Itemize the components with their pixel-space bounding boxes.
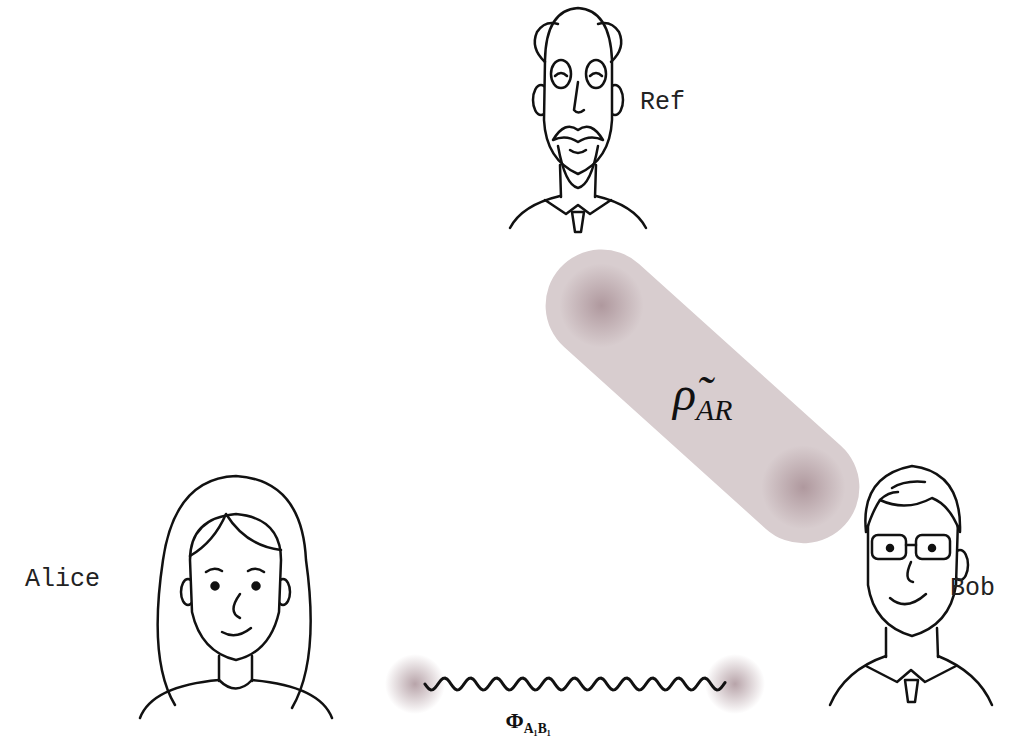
label-subscript: A₁B₁ bbox=[524, 720, 551, 735]
label-base: Φ bbox=[506, 708, 524, 733]
alice-face bbox=[140, 476, 332, 718]
person-node: Bob bbox=[845, 460, 1035, 700]
state-blob bbox=[560, 263, 846, 529]
ref-face bbox=[510, 8, 646, 232]
entanglement-link bbox=[385, 654, 765, 714]
wavy-line bbox=[425, 678, 725, 690]
person-name: Alice bbox=[25, 565, 100, 594]
link-label: ΦA₁B₁ bbox=[506, 708, 551, 737]
label-subscript: AR bbox=[696, 393, 732, 426]
person-node: Alice bbox=[20, 460, 380, 720]
particle-dot bbox=[385, 654, 445, 714]
blob-spot bbox=[761, 445, 845, 529]
state-label: ρ̃AR bbox=[673, 366, 732, 427]
person-node: Ref bbox=[500, 30, 740, 268]
label-base: ρ̃ bbox=[673, 367, 696, 420]
person-name: Bob bbox=[950, 574, 995, 603]
person-name: Ref bbox=[640, 88, 685, 117]
particle-dot bbox=[705, 654, 765, 714]
blob-spot bbox=[560, 263, 644, 347]
